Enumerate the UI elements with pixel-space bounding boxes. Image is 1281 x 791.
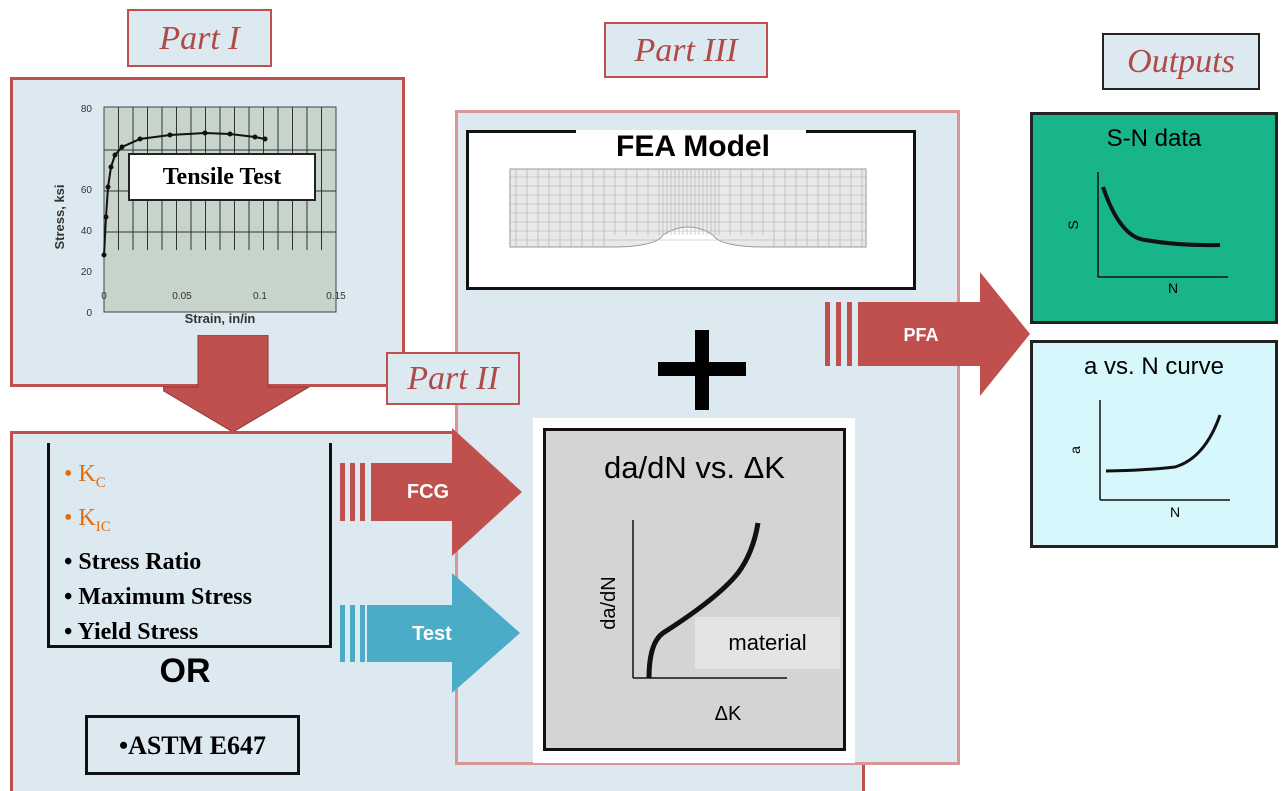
dadn-curve (646, 522, 761, 679)
sn-title: S-N data (1106, 125, 1202, 152)
dadn-title: da/dN vs. ΔK (604, 450, 785, 485)
part1-label: Part I (127, 9, 272, 67)
an-panel (1030, 340, 1278, 548)
pfa-label: PFA (903, 325, 938, 345)
part2-label: Part II (386, 352, 520, 405)
part3-label: Part III (604, 22, 768, 78)
tensile-point (252, 134, 258, 140)
fea-title: FEA Model (616, 130, 770, 163)
tensile-curve (103, 131, 266, 256)
fcg-arrow: FCG (340, 428, 522, 556)
sn-panel (1030, 112, 1278, 324)
ytick-80: 80 (81, 104, 93, 115)
ytick-60: 60 (81, 185, 93, 196)
stress-ratio-item: • Stress Ratio (64, 548, 202, 575)
pfa-arrow: PFA (825, 272, 1030, 396)
dadn-box (543, 428, 846, 751)
down-arrow (163, 335, 311, 433)
test-label: Test (412, 623, 452, 645)
fea-top-rule-right (806, 130, 916, 133)
tensile-point (105, 184, 111, 190)
material-label-box: material (695, 617, 840, 669)
tensile-point (167, 132, 173, 138)
tensile-point (103, 214, 109, 220)
kc-item: • KC (64, 461, 106, 491)
sn-chart: S N (1065, 172, 1228, 296)
part2-input-list: • KC • KIC • Stress Ratio • Maximum Stre… (47, 443, 332, 648)
tensile-xlabel: Strain, in/in (185, 311, 256, 326)
part3-text: Part III (634, 32, 738, 69)
part1-text: Part I (159, 20, 240, 57)
sn-xlabel: N (1168, 280, 1178, 296)
test-arrow: Test (340, 573, 520, 693)
tensile-point (137, 136, 143, 142)
dadn-xlabel: ΔK (715, 703, 742, 725)
tensile-test-title: Tensile Test (128, 153, 316, 201)
tensile-point (101, 252, 107, 258)
xtick-01: 0.1 (253, 291, 267, 302)
tensile-chart: 0 20 40 60 80 0 0.05 0.1 0.15 Strain, in… (52, 104, 346, 326)
an-title: a vs. N curve (1083, 353, 1225, 380)
an-chart: a N (1067, 400, 1230, 520)
ytick-0: 0 (86, 308, 92, 319)
tensile-point (262, 136, 268, 142)
an-curve (1105, 414, 1222, 473)
xtick-005: 0.05 (172, 291, 192, 302)
fea-mesh (509, 168, 867, 248)
ytick-20: 20 (81, 267, 93, 278)
tensile-point (227, 131, 233, 137)
tensile-point (202, 130, 208, 136)
yield-stress-item: • Yield Stress (64, 618, 199, 645)
xtick-015: 0.15 (326, 291, 346, 302)
sn-ylabel: S (1065, 220, 1081, 229)
dadn-ylabel: da/dN (598, 576, 620, 629)
fea-top-rule-left (466, 130, 576, 133)
astm-box: •ASTM E647 (85, 715, 300, 775)
an-ylabel: a (1067, 446, 1083, 454)
dadn-chart: da/dN ΔK (598, 520, 787, 725)
outputs-label: Outputs (1102, 33, 1260, 90)
an-xlabel: N (1170, 504, 1180, 520)
ytick-40: 40 (81, 226, 93, 237)
tensile-ylabel: Stress, ksi (52, 184, 67, 249)
sn-curve (1101, 186, 1221, 248)
tensile-point (119, 144, 125, 150)
plus-sign (658, 330, 748, 420)
outputs-text: Outputs (1127, 43, 1235, 80)
maximum-stress-item: • Maximum Stress (64, 583, 252, 610)
tensile-point (112, 152, 118, 158)
fcg-label: FCG (407, 481, 449, 503)
part2-text: Part II (407, 360, 499, 397)
xtick-0: 0 (101, 291, 107, 302)
or-text: OR (159, 652, 211, 690)
kic-item: • KIC (64, 504, 111, 535)
tensile-point (108, 164, 114, 170)
